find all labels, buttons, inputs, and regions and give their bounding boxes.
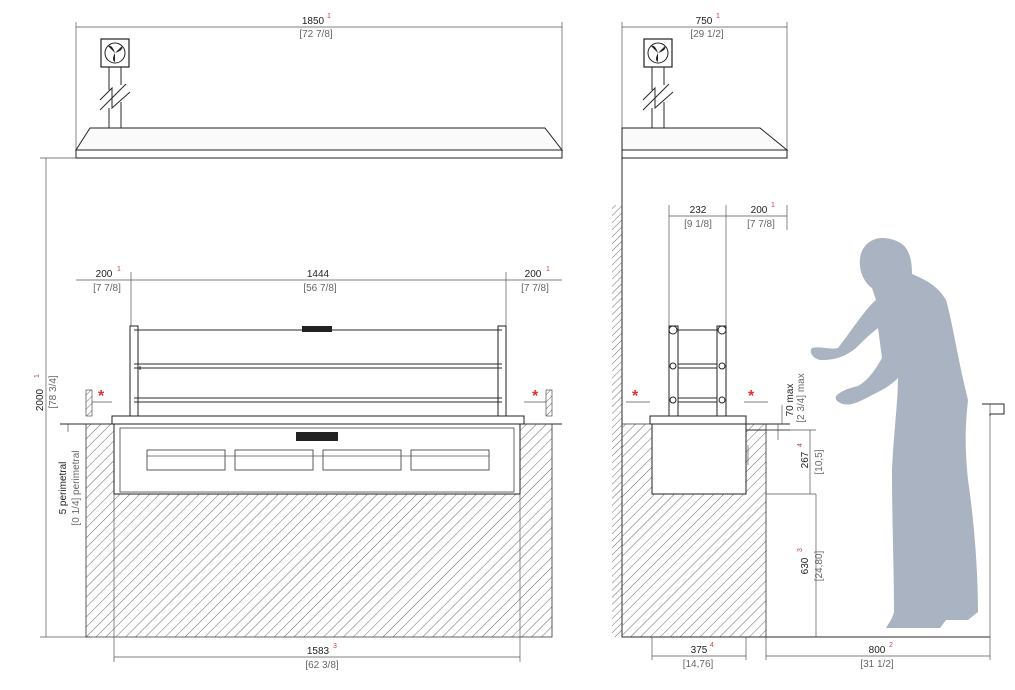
front-total-width-label: 1850 xyxy=(302,16,325,27)
side-base-width-note: 4 xyxy=(710,642,714,649)
side-stars: * * xyxy=(626,388,768,405)
side-sneeze-guard xyxy=(668,325,727,417)
front-perimetral-inch: [0 1/4] perimetral xyxy=(71,450,82,525)
side-extraction-duct xyxy=(642,67,674,128)
side-unit-width-inch: [9 1/8] xyxy=(684,219,712,230)
front-total-width-note: 1 xyxy=(327,13,331,20)
side-unit-width-label: 232 xyxy=(690,205,707,216)
side-counter-height-note: 3 xyxy=(797,548,804,552)
person-silhouette xyxy=(810,238,978,628)
side-depth-dimension: 267 4 [10,5] xyxy=(766,429,825,495)
side-right-star: * xyxy=(748,388,755,405)
side-counter-height-inch: [24,80] xyxy=(814,550,825,581)
front-sneeze-guard xyxy=(129,325,507,417)
side-clearance-dimension: 800 2 [31 1/2] xyxy=(765,404,991,670)
side-total-width-label: 750 xyxy=(696,16,713,27)
side-left-star: * xyxy=(632,388,639,405)
side-total-width-note: 1 xyxy=(716,13,720,20)
side-total-width-dimension: 750 1 [29 1/2] xyxy=(621,13,788,150)
front-margins-dimension: 200 1 [7 7/8] 1444 [56 7/8] 200 1 [7 7/8… xyxy=(76,266,562,330)
fan-icon xyxy=(643,38,673,68)
front-cutout-dimension: 1583 3 [62 3/8] xyxy=(113,494,521,671)
front-center-width-inch: [56 7/8] xyxy=(303,283,337,294)
front-perimetral-dimension: 5 perimetral [0 1/4] perimetral xyxy=(58,424,82,526)
side-right-margin-note: 1 xyxy=(771,202,775,209)
side-counter-height-dimension: 630 3 [24,80] xyxy=(797,494,825,637)
fan-icon xyxy=(100,38,130,68)
front-right-margin-note: 1 xyxy=(546,266,550,273)
side-depth-label: 267 xyxy=(800,451,811,468)
front-counter xyxy=(60,415,562,638)
front-height-dimension: 2000 1 [78 3/4] xyxy=(34,157,90,638)
front-left-margin-label: 200 xyxy=(96,269,113,280)
side-clearance-label: 800 xyxy=(869,645,886,656)
front-right-star: * xyxy=(532,388,539,405)
front-left-margin-inch: [7 7/8] xyxy=(93,283,121,294)
side-depth-inch: [10,5] xyxy=(814,449,825,474)
front-height-note: 1 xyxy=(34,374,41,378)
side-wall xyxy=(612,158,623,637)
front-left-star: * xyxy=(98,388,105,405)
side-extraction-hood xyxy=(621,127,789,159)
side-counter-height-label: 630 xyxy=(800,557,811,574)
front-total-width-dimension: 1850 1 [72 7/8] xyxy=(75,13,563,150)
extraction-duct xyxy=(99,67,131,128)
back-wall-step xyxy=(982,403,1005,416)
front-view: 1850 1 [72 7/8] 2 xyxy=(34,13,564,671)
front-perimetral-label: 5 perimetral xyxy=(58,462,69,515)
side-base-width-dimension: 375 4 [14,76] xyxy=(651,637,747,670)
extraction-hood xyxy=(75,127,564,159)
side-base-width-label: 375 xyxy=(691,645,708,656)
front-height-inch: [78 3/4] xyxy=(48,375,59,409)
side-unit-width-dimension: 232 [9 1/8] 200 1 [7 7/8] xyxy=(668,202,788,330)
side-max-height-label: 70 max xyxy=(785,384,796,417)
front-cutout-note: 3 xyxy=(333,643,337,650)
front-total-width-inch: [72 7/8] xyxy=(299,29,333,40)
side-right-margin-label: 200 xyxy=(751,205,768,216)
front-right-margin-label: 200 xyxy=(525,269,542,280)
front-height-label: 2000 xyxy=(35,388,46,411)
side-view: 750 1 [29 1/2] xyxy=(612,13,1005,670)
side-clearance-inch: [31 1/2] xyxy=(860,659,894,670)
side-total-width-inch: [29 1/2] xyxy=(690,29,724,40)
front-center-width-label: 1444 xyxy=(307,269,330,280)
front-wall-hatches: * * xyxy=(85,388,553,417)
front-right-margin-inch: [7 7/8] xyxy=(521,283,549,294)
side-depth-note: 4 xyxy=(797,443,804,447)
side-max-height-dimension: 70 max [2 3/4] max xyxy=(781,373,807,424)
front-cutout-inch: [62 3/8] xyxy=(305,660,339,671)
front-cutout-label: 1583 xyxy=(307,646,330,657)
side-right-margin-inch: [7 7/8] xyxy=(747,219,775,230)
side-counter xyxy=(621,415,790,638)
side-max-height-inch: [2 3/4] max xyxy=(796,373,807,422)
front-left-margin-note: 1 xyxy=(117,266,121,273)
side-clearance-note: 2 xyxy=(889,642,893,649)
side-base-width-inch: [14,76] xyxy=(683,659,714,670)
